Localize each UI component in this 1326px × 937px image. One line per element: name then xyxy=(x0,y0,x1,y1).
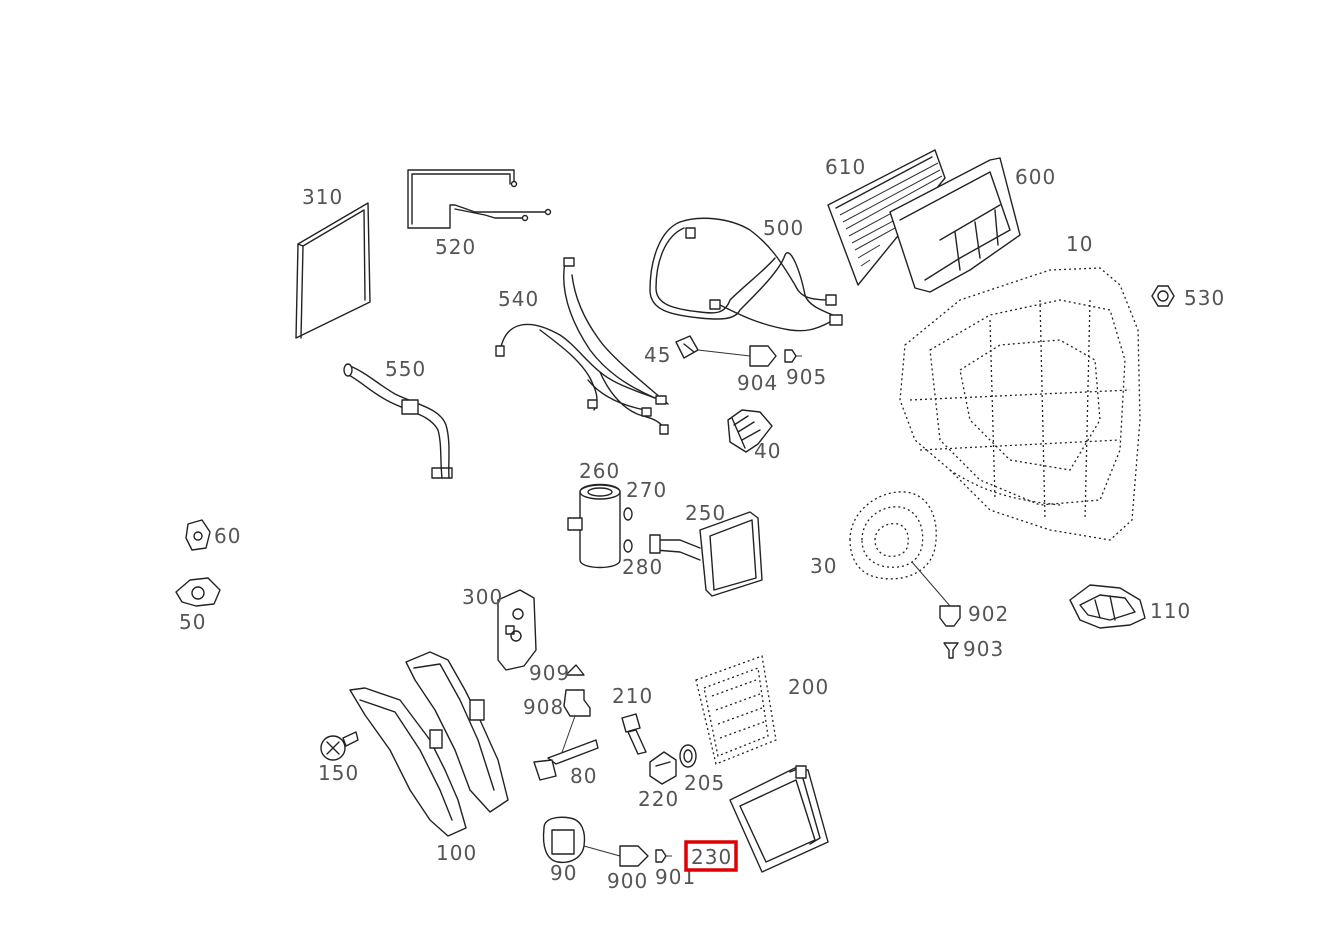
callout-40[interactable]: 40 xyxy=(754,439,781,463)
part-900-901-drawing xyxy=(619,845,672,867)
part-205-drawing xyxy=(679,744,697,768)
callout-50[interactable]: 50 xyxy=(179,610,206,634)
callout-300[interactable]: 300 xyxy=(462,585,503,609)
part-250-drawing xyxy=(649,511,763,597)
part-600-drawing xyxy=(889,157,1021,293)
part-520-drawing xyxy=(407,169,552,229)
part-300-drawing xyxy=(497,589,537,671)
part-50-drawing xyxy=(175,577,221,607)
part-610-drawing xyxy=(827,149,946,286)
part-500-drawing xyxy=(649,217,843,332)
part-310-drawing xyxy=(295,202,371,339)
part-540-drawing xyxy=(495,257,669,435)
selected-part-highlight xyxy=(684,840,738,872)
callout-540[interactable]: 540 xyxy=(498,287,539,311)
part-90-drawing xyxy=(542,816,621,864)
callout-230[interactable]: 230 xyxy=(691,845,732,869)
part-45-drawing xyxy=(675,335,802,367)
part-200-drawing xyxy=(695,655,777,765)
part-260-drawing xyxy=(567,483,633,569)
callout-260[interactable]: 260 xyxy=(579,459,620,483)
callout-100[interactable]: 100 xyxy=(436,841,477,865)
callout-280[interactable]: 280 xyxy=(622,555,663,579)
part-100-drawing xyxy=(349,651,509,837)
callout-90[interactable]: 90 xyxy=(550,861,577,885)
callout-30[interactable]: 30 xyxy=(810,554,837,578)
part-40-drawing xyxy=(727,409,773,453)
part-110-drawing xyxy=(1069,584,1146,629)
callout-205[interactable]: 205 xyxy=(684,771,725,795)
callout-10[interactable]: 10 xyxy=(1066,232,1093,256)
part-60-drawing xyxy=(185,519,211,551)
part-220-drawing xyxy=(649,751,677,785)
callout-500[interactable]: 500 xyxy=(763,216,804,240)
part-230-drawing xyxy=(729,765,829,873)
callout-200[interactable]: 200 xyxy=(788,675,829,699)
callout-902[interactable]: 902 xyxy=(968,602,1009,626)
part-550-drawing xyxy=(343,363,453,479)
callout-80[interactable]: 80 xyxy=(570,764,597,788)
callout-520[interactable]: 520 xyxy=(435,235,476,259)
part-10-drawing xyxy=(899,267,1141,541)
callout-530[interactable]: 530 xyxy=(1184,286,1225,310)
callout-250[interactable]: 250 xyxy=(685,501,726,525)
part-30-drawing xyxy=(849,491,951,607)
part-150-drawing xyxy=(320,731,359,761)
callout-60[interactable]: 60 xyxy=(214,524,241,548)
part-902-drawing xyxy=(939,605,961,659)
callout-310[interactable]: 310 xyxy=(302,185,343,209)
callout-45[interactable]: 45 xyxy=(644,343,671,367)
part-530-drawing xyxy=(1151,285,1175,307)
callout-270[interactable]: 270 xyxy=(626,478,667,502)
callout-900[interactable]: 900 xyxy=(607,869,648,893)
callout-903[interactable]: 903 xyxy=(963,637,1004,661)
callout-210[interactable]: 210 xyxy=(612,684,653,708)
callout-905[interactable]: 905 xyxy=(786,365,827,389)
callout-550[interactable]: 550 xyxy=(385,357,426,381)
callout-150[interactable]: 150 xyxy=(318,761,359,785)
callout-110[interactable]: 110 xyxy=(1150,599,1191,623)
callout-600[interactable]: 600 xyxy=(1015,165,1056,189)
callout-610[interactable]: 610 xyxy=(825,155,866,179)
callout-220[interactable]: 220 xyxy=(638,787,679,811)
callout-908[interactable]: 908 xyxy=(523,695,564,719)
part-909-908-80-drawing xyxy=(533,664,599,781)
callout-904[interactable]: 904 xyxy=(737,371,778,395)
callout-909[interactable]: 909 xyxy=(529,661,570,685)
part-210-drawing xyxy=(621,713,647,755)
